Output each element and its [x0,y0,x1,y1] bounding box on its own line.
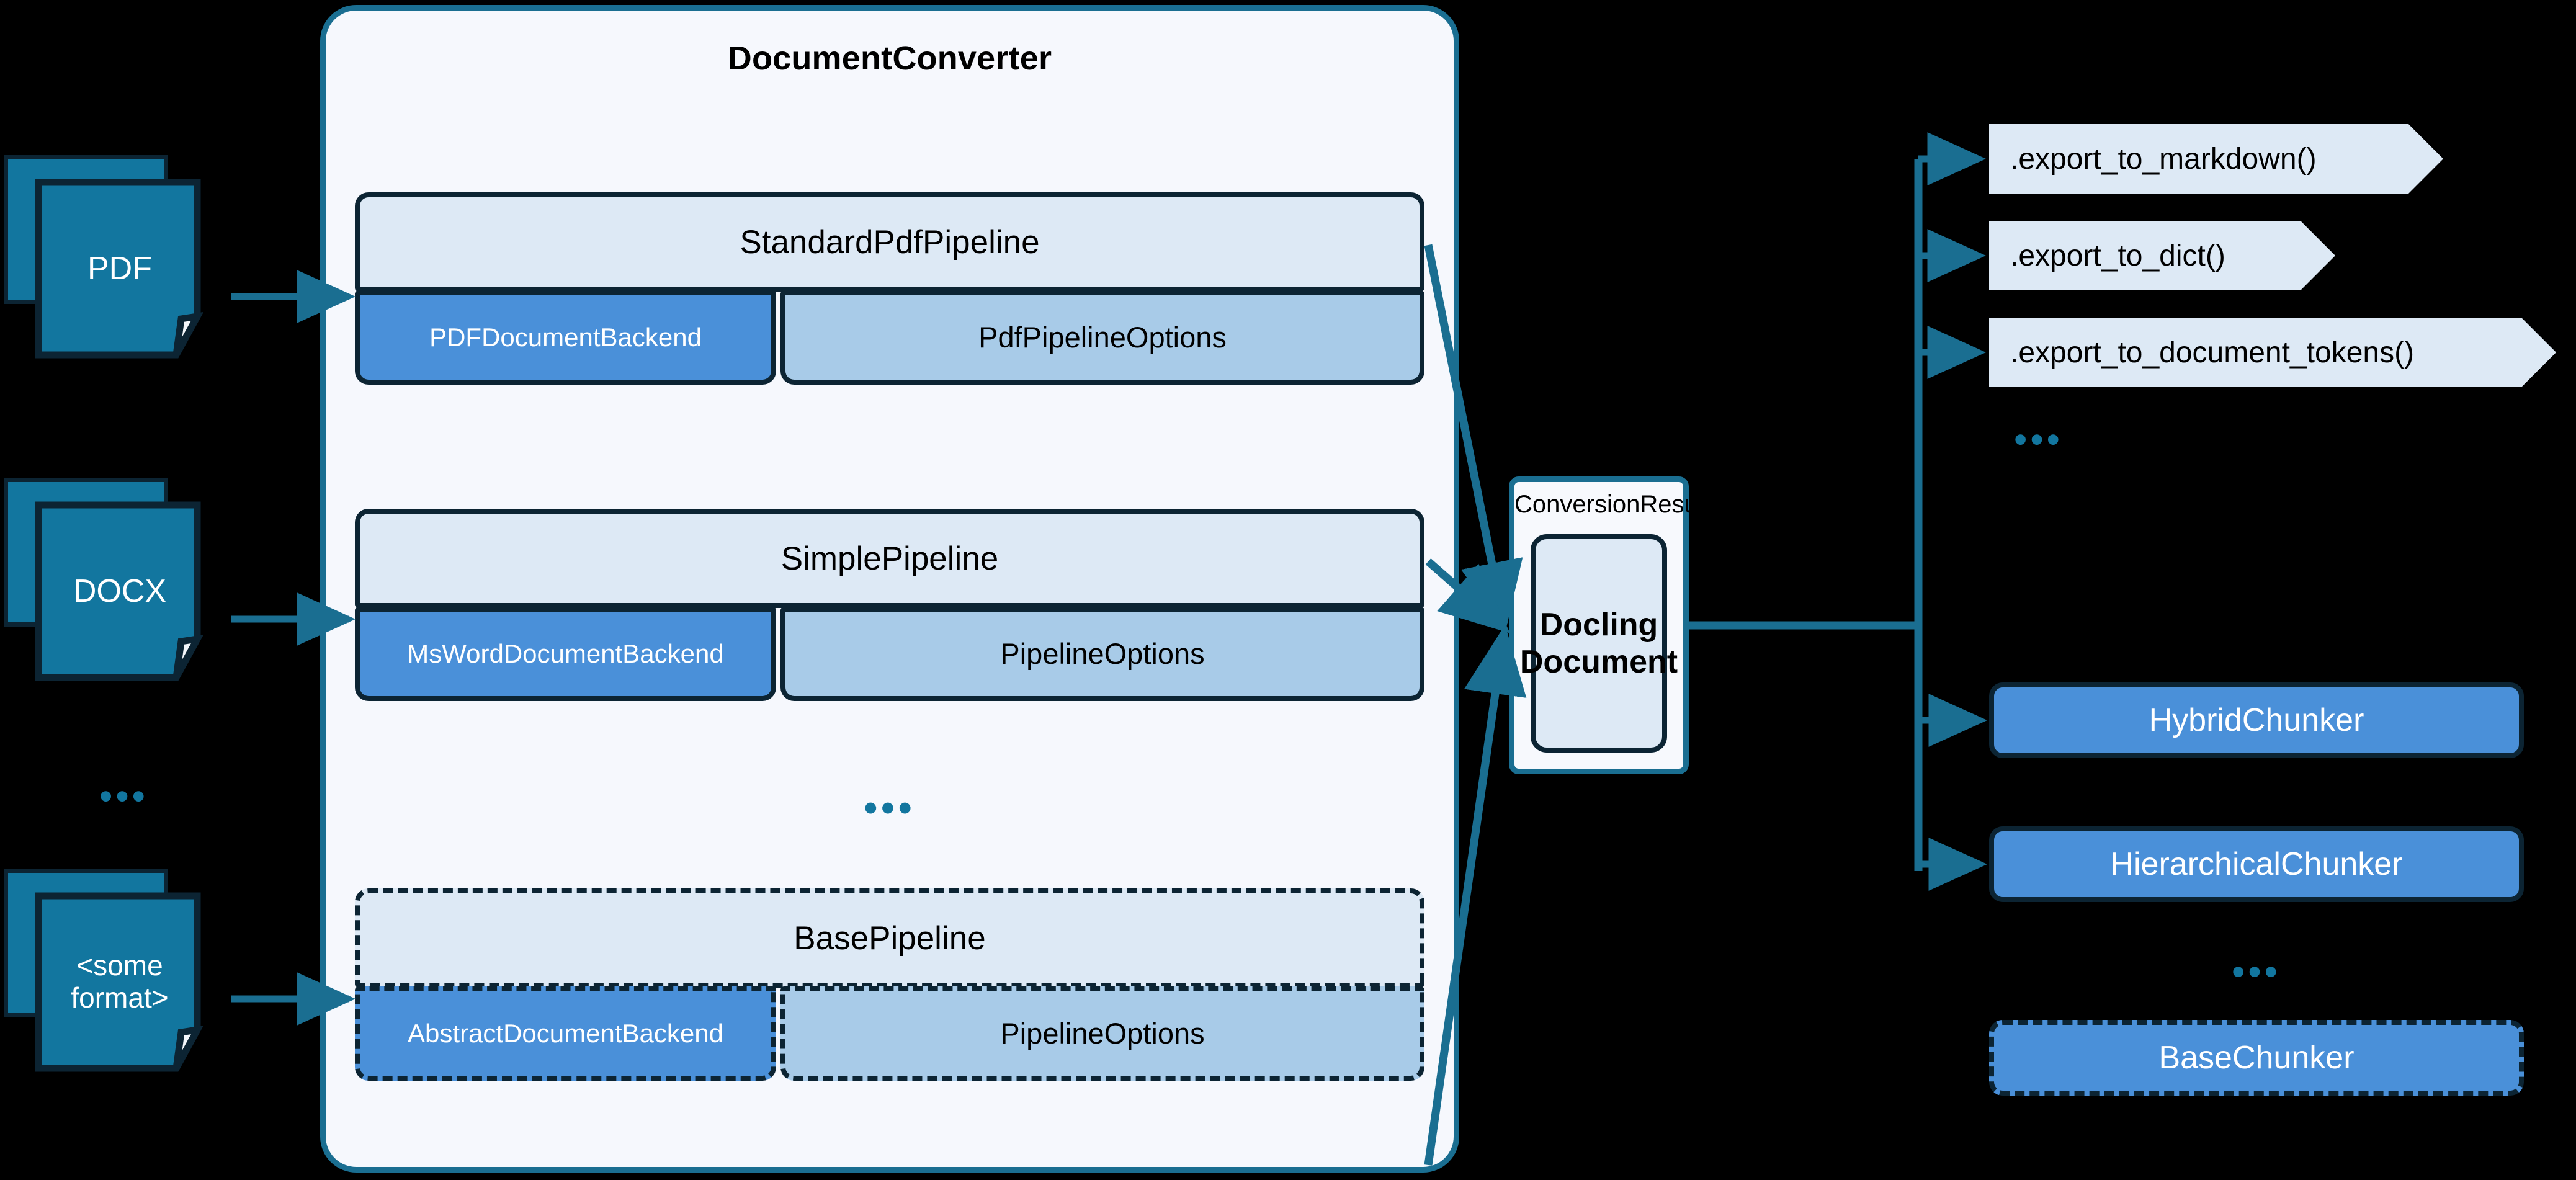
pipeline-options-pipelineoptions-base[interactable]: PipelineOptions [780,986,1424,1081]
pipeline-row-simplepipeline: MsWordDocumentBackend PipelineOptions [355,607,1424,701]
input-list-ellipsis: ••• [99,776,149,816]
pipeline-backend-abstractdocumentbackend[interactable]: AbstractDocumentBackend [355,986,776,1081]
pipeline-group-basepipeline[interactable]: BasePipeline AbstractDocumentBackend Pip… [355,888,1424,1081]
chunker-list-ellipsis: ••• [2232,952,2281,992]
conversion-result-label: ConversionResult [1514,491,1711,518]
export-chevron-dict[interactable]: .export_to_dict() [1989,221,2335,290]
pipeline-row-basepipeline: AbstractDocumentBackend PipelineOptions [355,986,1424,1081]
pipeline-header-simplepipeline[interactable]: SimplePipeline [355,509,1424,608]
chunker-box-hierarchicalchunker[interactable]: HierarchicalChunker [1989,826,2524,902]
document-stack-icon [35,892,204,1072]
page-title: DocumentConverter [727,40,1052,77]
export-chevron-document-tokens[interactable]: .export_to_document_tokens() [1989,318,2556,387]
export-list-ellipsis: ••• [2014,419,2064,460]
input-doc-pdf[interactable]: PDF [4,155,227,359]
result-output-trunk [1689,159,1923,871]
pipeline-backend-mtsworddocumentbackend[interactable]: MsWordDocumentBackend [355,607,776,701]
pipeline-backend-pdfdocumentbackend[interactable]: PDFDocumentBackend [355,290,776,385]
chunker-box-basechunker-label: BaseChunker [2158,1040,2355,1076]
pipeline-row-standardpdfpipeline: PDFDocumentBackend PdfPipelineOptions [355,290,1424,385]
document-stack-icon [35,179,204,359]
docling-document-line2: Document [1519,644,1678,680]
export-chevron-dict-label: .export_to_dict() [2010,239,2225,272]
export-chevron-markdown[interactable]: .export_to_markdown() [1989,124,2443,194]
docling-document-box[interactable]: Docling Document [1520,534,1678,753]
pipeline-options-pdfpipelineoptions[interactable]: PdfPipelineOptions [780,290,1424,385]
pipeline-options-pipelineoptions[interactable]: PipelineOptions [780,607,1424,701]
pipeline-group-standardpdfpipeline[interactable]: StandardPdfPipeline PDFDocumentBackend P… [355,192,1424,385]
pipeline-header-standardpdfpipeline[interactable]: StandardPdfPipeline [355,192,1424,292]
output-branch-group [1918,132,1988,891]
pipeline-list-ellipsis: ••• [864,787,916,829]
chunker-box-hybridchunker[interactable]: HybridChunker [1989,682,2524,758]
export-chevron-document-tokens-label: .export_to_document_tokens() [2010,336,2415,369]
document-stack-icon [35,501,204,681]
pipeline-group-simplepipeline[interactable]: SimplePipeline MsWordDocumentBackend Pip… [355,509,1424,701]
chunker-box-basechunker[interactable]: BaseChunker [1989,1020,2524,1096]
chunker-box-hybridchunker-label: HybridChunker [2149,702,2364,738]
docling-document-line1: Docling [1539,606,1658,643]
chunker-box-hierarchicalchunker-label: HierarchicalChunker [2110,846,2403,882]
pipeline-header-basepipeline[interactable]: BasePipeline [355,888,1424,988]
input-doc-docx[interactable]: DOCX [4,478,227,681]
export-chevron-markdown-label: .export_to_markdown() [2010,142,2317,176]
conversion-result-container[interactable]: ConversionResult Docling Document [1509,476,1711,774]
input-doc-some-format[interactable]: <some format> [4,869,227,1072]
